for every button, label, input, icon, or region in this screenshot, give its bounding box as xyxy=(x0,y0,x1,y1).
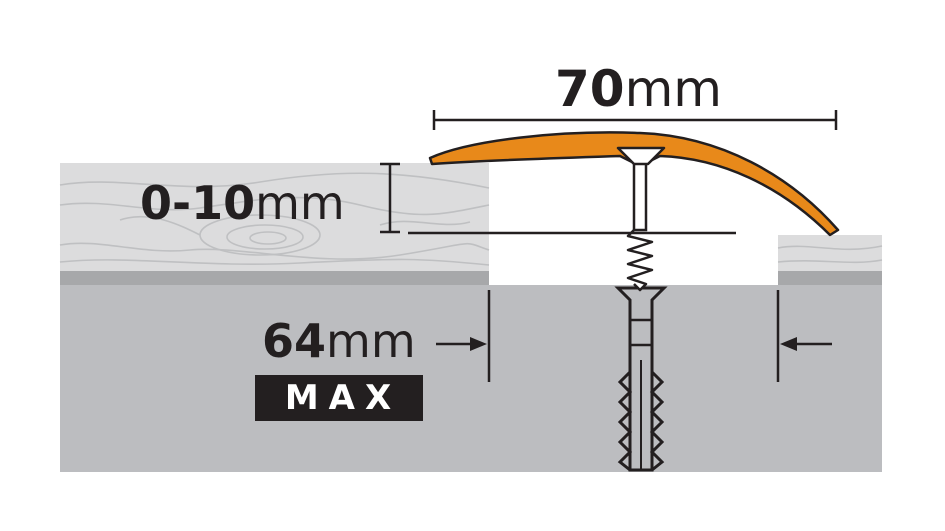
left-floor-board xyxy=(59,163,490,285)
width-dimension-label: 70mm xyxy=(555,64,722,114)
gap-value: 64 xyxy=(262,314,327,368)
wall-plug xyxy=(614,286,668,472)
height-unit: mm xyxy=(255,176,345,230)
right-floor-board xyxy=(777,235,883,285)
height-dimension-line xyxy=(380,162,736,235)
height-dimension-label: 0-10mm xyxy=(140,180,345,226)
width-unit: mm xyxy=(624,60,723,118)
width-dimension-line xyxy=(432,110,838,130)
gap-dimension-label: 64mm xyxy=(262,318,416,364)
max-badge: MAX xyxy=(255,375,423,421)
gap-unit: mm xyxy=(326,314,416,368)
height-value: 0-10 xyxy=(140,176,256,230)
gap-dimension-lines xyxy=(436,290,832,382)
screw xyxy=(626,158,654,292)
subfloor xyxy=(60,285,882,472)
width-value: 70 xyxy=(555,60,625,118)
transition-profile xyxy=(428,131,840,237)
